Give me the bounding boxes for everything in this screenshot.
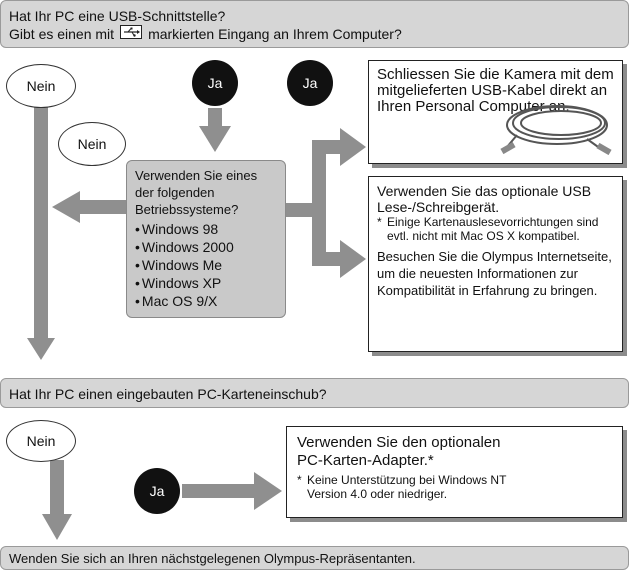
- os-item: Windows Me: [135, 256, 277, 274]
- arrow-to-reader-shaft: [312, 252, 342, 266]
- question-usb-line2-after: markierten Eingang an Ihrem Computer?: [148, 26, 402, 42]
- nein-label-1: Nein: [26, 78, 56, 94]
- usb-cable-icon: [500, 105, 612, 155]
- final-contact-bar: Wenden Sie sich an Ihren nächstgelegenen…: [0, 546, 629, 570]
- usb-reader-box: Verwenden Sie das optionale USB Lese-/Sc…: [368, 176, 623, 352]
- asterisk: *: [297, 473, 302, 487]
- nein-label-2: Nein: [77, 136, 107, 152]
- pc-card-adapter-title: Verwenden Sie den optionalen PC-Karten-A…: [297, 434, 501, 469]
- arrow-os-left-head: [52, 191, 80, 223]
- os-item: Windows XP: [135, 274, 277, 292]
- usb-cable-text: Schliessen Sie die Kamera mit dem mitgel…: [377, 66, 614, 115]
- nein-label-3: Nein: [26, 433, 56, 449]
- usb-reader-body: Besuchen Sie die Olympus Internetseite, …: [377, 249, 612, 298]
- ja-dot-3: Ja: [134, 468, 180, 514]
- question-usb-line1: Hat Ihr PC eine USB-Schnittstelle?: [9, 8, 226, 24]
- arrow-nein2-down-shaft: [50, 460, 64, 516]
- ja-dot-2: Ja: [287, 60, 333, 106]
- question-usb-bar: Hat Ihr PC eine USB-Schnittstelle? Gibt …: [0, 0, 629, 48]
- final-contact-text: Wenden Sie sich an Ihren nächstgelegenen…: [9, 551, 416, 566]
- arrow-ja-down-head: [199, 126, 231, 152]
- os-item: Windows 2000: [135, 238, 277, 256]
- os-item: Windows 98: [135, 220, 277, 238]
- arrow-os-left-shaft: [78, 200, 128, 214]
- usb-reader-note-text: Einige Kartenauslesevorrichtungen sind e…: [387, 215, 599, 243]
- question-usb-line2-before: Gibt es einen mit: [9, 26, 115, 42]
- pc-card-adapter-note-text: Keine Unterstützung bei Windows NT Versi…: [307, 473, 507, 501]
- arrow-os-right-vertical: [312, 140, 326, 266]
- pc-card-adapter-note: * Keine Unterstützung bei Windows NT Ver…: [297, 473, 547, 501]
- os-question-box: Verwenden Sie eines der folgenden Betrie…: [126, 160, 286, 318]
- question-usb-line2: Gibt es einen mit markierten Eingang an …: [9, 25, 628, 43]
- nein-oval-1: Nein: [6, 64, 76, 108]
- usb-port-icon: [120, 25, 143, 43]
- usb-reader-note: * Einige Kartenauslesevorrichtungen sind…: [377, 215, 614, 243]
- arrow-os-right-stem: [286, 203, 318, 217]
- arrow-ja-right-shaft: [182, 484, 256, 498]
- question-pc-card-bar: Hat Ihr PC einen eingebauten PC-Kartenei…: [0, 378, 629, 408]
- os-question-intro: Verwenden Sie eines der folgenden Betrie…: [135, 168, 258, 217]
- arrow-nein2-down-head: [42, 514, 72, 540]
- nein-oval-3: Nein: [6, 420, 76, 462]
- arrow-to-cable-shaft: [312, 140, 342, 154]
- usb-cable-box: Schliessen Sie die Kamera mit dem mitgel…: [368, 60, 623, 164]
- asterisk: *: [377, 215, 382, 229]
- ja-dot-1: Ja: [192, 60, 238, 106]
- pc-card-adapter-box: Verwenden Sie den optionalen PC-Karten-A…: [286, 426, 623, 518]
- arrow-ja-down-shaft: [208, 108, 222, 126]
- os-list: Windows 98 Windows 2000 Windows Me Windo…: [135, 220, 277, 310]
- usb-reader-title: Verwenden Sie das optionale USB Lese-/Sc…: [377, 183, 592, 215]
- arrow-ja-right-head: [254, 472, 282, 510]
- question-pc-card-text: Hat Ihr PC einen eingebauten PC-Kartenei…: [9, 386, 327, 402]
- ja-label-1: Ja: [207, 75, 223, 91]
- arrow-to-cable-head: [340, 128, 366, 166]
- arrow-to-reader-head: [340, 240, 366, 278]
- ja-label-2: Ja: [302, 75, 318, 91]
- arrow-nein-down-head: [27, 338, 55, 360]
- arrow-nein-down-shaft: [34, 106, 48, 338]
- os-item: Mac OS 9/X: [135, 292, 277, 310]
- ja-label-3: Ja: [149, 483, 165, 499]
- nein-oval-2: Nein: [58, 122, 126, 166]
